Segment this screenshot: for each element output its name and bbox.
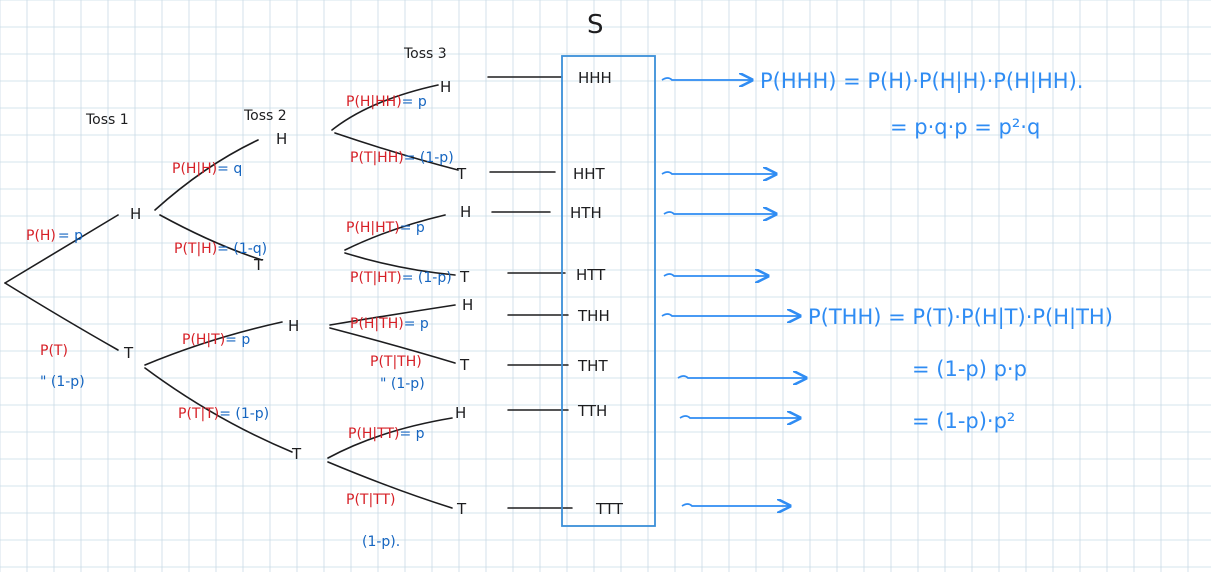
node-l3-tth: H [455, 404, 466, 422]
toss2-header: Toss 2 [243, 108, 287, 124]
outcome-item: HTH [570, 204, 602, 222]
node-l2-tt: T [291, 445, 302, 463]
branch-tt-tth [327, 417, 453, 459]
branch-hh-hhh [331, 84, 439, 131]
branch-th-tht [329, 327, 456, 364]
edge-labels: P(H)= p P(T) " (1-p) P(H|H)= q P(T|H)= (… [26, 94, 454, 550]
edge-label-ht: P(T|H)= (1-q) [174, 241, 267, 257]
branch-ht-hth [344, 214, 446, 251]
node-l3-hht: T [456, 165, 467, 183]
equation-hhh-line2: = p·q·p = p²·q [890, 115, 1040, 139]
outcome-item: THH [577, 307, 610, 325]
edge-label-th: P(H|T)= p [182, 332, 250, 348]
edge-label-t-prob: P(T) [40, 343, 68, 359]
arrow-tht [677, 376, 806, 378]
outcome-item: HTT [576, 266, 606, 284]
branch-hh-hht [334, 132, 459, 171]
node-l3-tht: T [459, 356, 470, 374]
outcome-item: TTT [595, 500, 624, 518]
tree-branches [4, 84, 459, 509]
edge-label-ttt-prob: P(T|TT) [346, 492, 396, 508]
node-l1-h: H [130, 205, 141, 223]
outcome-item: HHH [578, 69, 612, 87]
arrow-htt [663, 274, 768, 276]
edge-label-h: P(H)= p [26, 228, 83, 244]
branch-h-hh [154, 139, 259, 211]
node-l2-th: H [288, 317, 299, 335]
branch-th-thh [329, 304, 456, 326]
branch-root-h [4, 214, 119, 284]
arrow-tth [679, 416, 800, 418]
node-l1-t: T [123, 344, 134, 362]
edge-label-hth: P(H|HT)= p [346, 220, 425, 236]
branch-t-th [144, 321, 283, 366]
outcome-item: HHT [573, 165, 606, 183]
arrow-ttt [681, 504, 790, 506]
outcome-connectors [487, 76, 573, 509]
branch-ht-htt [344, 252, 456, 276]
edge-label-hhh: P(H|HH)= p [346, 94, 427, 110]
sample-space-box [561, 55, 656, 527]
toss3-header: Toss 3 [403, 46, 447, 62]
node-l3-htt: T [459, 268, 470, 286]
node-l3-ttt: T [456, 500, 467, 518]
edge-label-tt: P(T|T)= (1-p) [178, 406, 269, 422]
edge-label-thh: P(H|TH)= p [350, 316, 429, 332]
node-l2-hh: H [276, 130, 287, 148]
edge-label-htt: P(T|HT)= (1-p) [350, 270, 452, 286]
arrow-hht [661, 172, 776, 174]
equation-thh-line1: P(THH) = P(T)·P(H|T)·P(H|TH) [808, 305, 1113, 330]
arrow-thh [661, 314, 800, 316]
node-l3-hhh: H [440, 78, 451, 96]
outcome-item: TTH [577, 402, 607, 420]
branch-root-t [4, 282, 119, 351]
node-l3-thh: H [462, 296, 473, 314]
branch-h-ht [159, 214, 263, 261]
edge-label-hht: P(T|HH)= (1-p) [350, 150, 454, 166]
node-l3-hth: H [460, 203, 471, 221]
edge-label-ttt-value: (1-p). [362, 534, 400, 550]
sample-space-label: S [587, 10, 604, 40]
equation-thh-line3: = (1-p)·p² [912, 409, 1015, 433]
branch-tt-ttt [327, 461, 453, 509]
branch-t-tt [144, 367, 293, 453]
edge-label-tth: P(H|TT)= p [348, 426, 425, 442]
arrow-hth [663, 212, 776, 214]
edge-label-tht-prob: P(T|TH) [370, 354, 422, 370]
edge-label-tht-value: " (1-p) [380, 376, 425, 392]
toss1-header: Toss 1 [85, 112, 129, 128]
edge-label-t-value: " (1-p) [40, 374, 85, 390]
outcome-item: THT [577, 357, 608, 375]
equation-hhh-line1: P(HHH) = P(H)·P(H|H)·P(H|HH). [760, 69, 1083, 94]
edge-label-hh: P(H|H)= q [172, 161, 242, 177]
node-l2-ht: T [253, 256, 264, 274]
equation-thh-line2: = (1-p) p·p [912, 357, 1027, 381]
outcome-arrows [661, 78, 806, 506]
arrow-hhh [661, 78, 752, 80]
outcome-list: HHH HHT HTH HTT THH THT TTH TTT [570, 69, 624, 518]
